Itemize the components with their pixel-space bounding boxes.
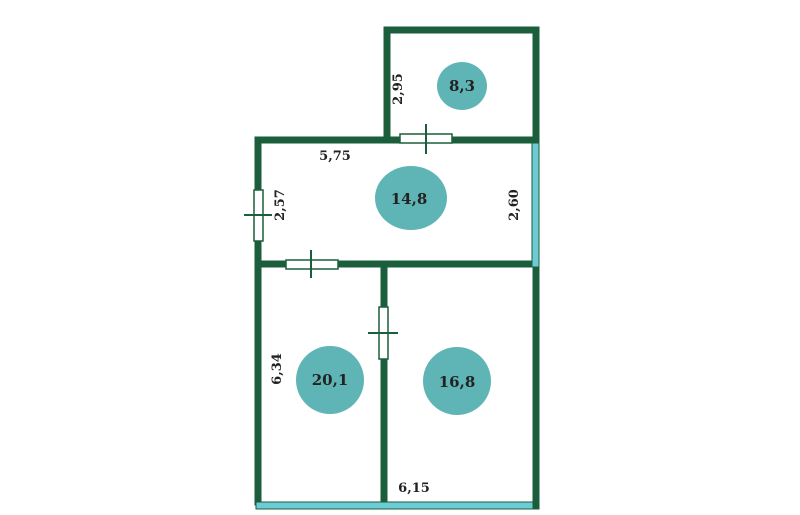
room-area-label: 16,8 [439,373,476,391]
door-partition [368,306,398,360]
wall-top-room [383,26,540,144]
dimension-label-left-room: 6,34 [270,353,285,385]
room-area-top: 8,3 [437,62,487,110]
room-area-label: 8,3 [449,77,475,95]
window-right [531,142,540,268]
room-area-label: 20,1 [312,371,349,389]
room-area-right: 16,8 [423,347,491,415]
dimension-label-hall-width: 5,75 [319,149,351,164]
room-area-hall: 14,8 [375,166,447,230]
door-left [244,189,272,242]
dimension-label-top-room: 2,95 [391,73,406,105]
door-hall-bottom [285,250,339,278]
dimension-label-bottom: 6,15 [398,481,430,496]
dimension-label-hall-left: 2,57 [273,189,288,221]
room-area-label: 14,8 [391,190,428,208]
dimension-label-hall-right: 2,60 [507,189,522,221]
room-area-left: 20,1 [296,346,364,414]
door-top [399,124,453,154]
window-bottom [255,501,534,510]
